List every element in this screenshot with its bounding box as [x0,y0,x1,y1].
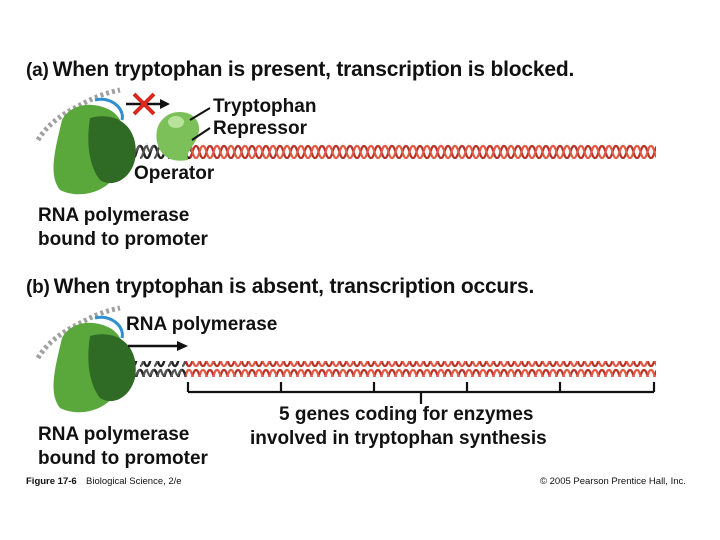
label-repressor: Repressor [213,118,307,139]
blocked-arrow [126,92,170,116]
label-operator: Operator [134,163,215,184]
label-polymerase-b-line2: bound to promoter [38,448,208,469]
dna-strand-gray-b [35,305,121,360]
dna-gene-segment-b [186,361,656,377]
figure-number: Figure 17-6 [26,476,77,487]
dna-strand-gray-a [35,87,121,142]
panel-b-title: (b)When tryptophan is absent, transcript… [26,275,534,299]
dna-gene-segment-a [190,143,656,159]
label-polymerase-a-line2: bound to promoter [38,229,208,250]
label-rna-polymerase-b: RNA polymerase [126,314,278,335]
repressor-protein [156,112,200,161]
rna-polymerase-a [53,97,136,195]
panel-a-tag: (a) [26,60,49,81]
book-title: Biological Science, 2/e [86,476,182,487]
panel-b-tag: (b) [26,277,50,298]
label-genes-line1: 5 genes coding for enzymes [279,404,534,425]
transcription-arrow [128,341,188,351]
label-polymerase-a-line1: RNA polymerase [38,205,190,226]
leader-tryptophan [189,107,211,121]
copyright: © 2005 Pearson Prentice Hall, Inc. [540,476,686,487]
genes-bracket [186,382,656,404]
panel-a-title-text: When tryptophan is present, transcriptio… [52,58,575,81]
label-genes-line2: involved in tryptophan synthesis [250,428,547,449]
leader-repressor [191,127,211,141]
panel-b-title-text: When tryptophan is absent, transcription… [53,275,535,298]
label-tryptophan: Tryptophan [213,96,317,117]
rna-polymerase-b [53,315,136,413]
label-polymerase-b-line1: RNA polymerase [38,424,190,445]
panel-a-title: (a)When tryptophan is present, transcrip… [26,58,574,82]
